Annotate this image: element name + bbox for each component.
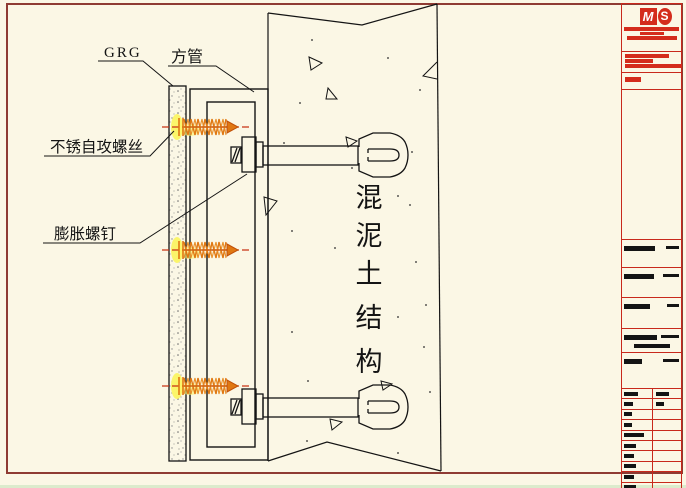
grid-cell-right [653,483,681,488]
concrete-char-4: 结 [356,303,383,333]
redacted-text-bar [624,464,636,469]
concrete-boundary [267,3,442,472]
redacted-text-bar [667,304,679,307]
redacted-text-bar [625,77,641,82]
company-name-lines [622,27,681,40]
grid-cell-right [653,389,681,398]
titleblock-grid-row [622,472,681,483]
bottom-edge-strip [0,485,686,488]
redacted-text-bar [666,246,679,249]
titleblock-field-row [622,240,681,268]
redacted-text-bar [624,246,655,251]
titleblock-logo-section: M S [622,8,681,52]
redacted-text-bar [661,335,679,338]
titleblock-field-row [622,268,681,298]
grg-panel [168,85,187,462]
titleblock-grid-row [622,440,681,452]
redacted-text-bar [663,274,679,277]
company-address-lines [622,52,682,73]
grid-cell-right [653,472,681,481]
titleblock-empty-area [622,90,681,240]
grid-cell-right [653,441,681,450]
titleblock-field-row [622,298,681,329]
concrete-speckle-dots [283,39,431,454]
grid-cell-left [622,461,653,472]
grid-cell-left [622,409,653,420]
concrete-char-1: 混 [356,183,383,213]
redacted-text-bar [624,443,636,448]
grid-cell-right [653,431,681,440]
grid-cell-left [622,420,653,430]
label-square-tube: 方管 [171,48,203,66]
grid-cell-left [622,482,653,488]
grid-cell-right [653,420,681,429]
redacted-text-bar [639,32,664,35]
redacted-text-bar [624,335,657,340]
redacted-text-bar [633,344,670,348]
titleblock-revision-grid [622,389,681,488]
grid-cell-left [622,472,653,482]
titleblock-field-row [622,353,681,389]
redacted-text-bar [624,454,634,459]
label-grg: GRG [104,45,142,61]
grid-cell-right [653,410,681,419]
concrete-char-5: 构 [356,347,383,377]
grid-cell-left [622,451,653,461]
grid-cell-right [653,399,681,408]
label-expansion-bolt: 膨胀螺钉 [54,225,116,243]
grid-cell-left [622,389,653,399]
titleblock-grid-row [622,389,681,400]
redacted-text-bar [624,274,654,279]
company-logo: M S [630,8,681,25]
title-block: M S [621,3,682,488]
titleblock-grid-row [622,399,681,410]
grid-cell-left [622,399,653,409]
redacted-text-bar [624,474,634,479]
grid-cell-right [653,451,681,460]
grid-cell-left [622,430,653,440]
grid-cell-right [653,462,681,471]
redacted-text-bar [624,412,632,417]
label-concrete-structure: 混 泥 土 结 构 [356,183,383,377]
titleblock-field-rows [622,240,681,389]
redacted-text-bar [625,64,682,68]
redacted-text-bar [624,304,650,309]
redacted-text-bar [624,433,644,438]
concrete-char-3: 土 [356,259,383,289]
redacted-text-bar [624,485,636,488]
titleblock-grid-row [622,409,681,421]
aggregate-symbols [263,56,438,431]
redacted-text-bar [656,402,664,407]
redacted-text-bar [656,391,669,396]
titleblock-grid-row [622,430,681,441]
redacted-text-bar [624,359,642,364]
titleblock-field-row [622,329,681,353]
logo-s-mark: S [657,8,672,25]
titleblock-grid-row [622,451,681,462]
titleblock-grid-row [622,482,681,488]
redacted-text-bar [626,36,677,40]
redacted-text-bar [624,402,633,407]
label-self-tapping-screw: 不锈自攻螺丝 [50,138,143,156]
concrete-char-2: 泥 [356,221,383,251]
titleblock-grid-row [622,420,681,431]
redacted-text-bar [624,27,679,31]
logo-m-mark: M [639,8,657,25]
redacted-text-bar [625,54,669,58]
redacted-text-bar [624,422,632,427]
redacted-text-bar [624,391,638,396]
drawing-code-line [622,73,681,90]
leader-lines [43,60,255,244]
grid-cell-left [622,440,653,451]
redacted-text-bar [625,59,653,63]
sheet-border-frame [6,3,683,474]
titleblock-grid-row [622,461,681,473]
redacted-text-bar [663,359,679,362]
